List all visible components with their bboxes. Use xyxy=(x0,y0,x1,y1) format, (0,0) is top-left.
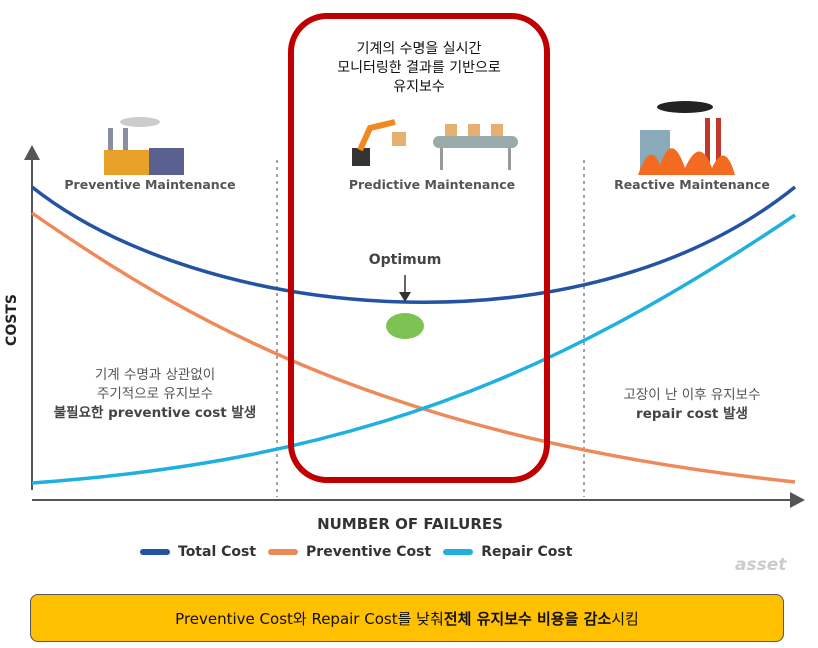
factory-icon xyxy=(104,117,184,175)
banner-text: 시킴 xyxy=(611,609,639,628)
note-line: 주기적으로 유지보수 xyxy=(96,386,214,402)
note-line: repair cost 발생 xyxy=(636,406,748,422)
banner-text-bold: 전체 유지보수 비용을 감소 xyxy=(443,609,612,628)
optimum-label: Optimum xyxy=(368,252,442,268)
predictive-description: 기계의 수명을 실시간 모니터링한 결과를 기반으로 유지보수 xyxy=(300,40,538,97)
preventive-maintenance-label: Preventive Maintenance xyxy=(64,177,236,192)
legend-repair-cost: Repair Cost xyxy=(443,544,572,560)
legend-preventive-cost: Preventive Cost xyxy=(268,544,431,560)
predictive-highlight-box xyxy=(288,13,550,483)
note-line: 고장이 난 이후 유지보수 xyxy=(623,387,761,403)
top-note-line: 모니터링한 결과를 기반으로 xyxy=(337,60,501,76)
legend-total-cost: Total Cost xyxy=(140,544,256,560)
note-line: 불필요한 preventive cost 발생 xyxy=(53,405,257,421)
x-axis-arrow-icon xyxy=(790,492,805,508)
repair-cost-curve xyxy=(31,213,796,485)
top-note-line: 기계의 수명을 실시간 xyxy=(356,41,482,57)
right-note: 고장이 난 이후 유지보수 repair cost 발생 xyxy=(592,386,792,424)
summary-banner: Preventive Cost와 Repair Cost를 낮춰 전체 유지보수… xyxy=(30,594,784,642)
predictive-maintenance-label: Predictive Maintenance xyxy=(348,177,516,192)
optimum-point xyxy=(386,313,424,339)
legend: Total Cost Preventive Cost Repair Cost xyxy=(140,544,572,560)
burning-factory-icon xyxy=(638,101,735,175)
watermark-logo: asset xyxy=(735,555,787,575)
y-axis-label: COSTS xyxy=(3,294,20,346)
y-axis-arrow-icon xyxy=(24,145,40,160)
preventive-cost-curve xyxy=(31,211,796,484)
reactive-maintenance-label: Reactive Maintenance xyxy=(614,177,770,192)
conveyor-icon xyxy=(433,124,518,170)
total-cost-curve xyxy=(30,185,797,304)
banner-text: Preventive Cost와 Repair Cost를 낮춰 xyxy=(175,609,444,628)
left-note: 기계 수명과 상관없이 주기적으로 유지보수 불필요한 preventive c… xyxy=(40,366,270,423)
robot-arm-icon xyxy=(352,119,406,166)
x-axis-label: NUMBER OF FAILURES xyxy=(317,515,503,533)
note-line: 기계 수명과 상관없이 xyxy=(94,367,216,383)
top-note-line: 유지보수 xyxy=(393,79,445,95)
